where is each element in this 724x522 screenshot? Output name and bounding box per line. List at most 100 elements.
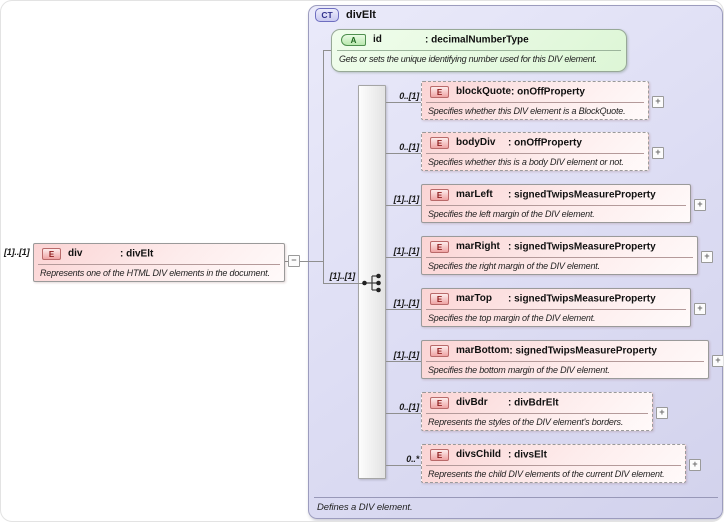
connector-line <box>386 465 421 466</box>
element-type: : divsElt <box>508 449 547 461</box>
element-type: : onOffProperty <box>511 86 585 98</box>
expand-button[interactable]: + <box>652 147 664 159</box>
cardinality-label: [1]..[1] <box>4 247 30 257</box>
connector-line <box>323 283 366 284</box>
connector-line <box>386 361 421 362</box>
element-name: bodyDiv <box>456 137 496 149</box>
expand-button[interactable]: + <box>701 251 713 263</box>
expand-button[interactable]: + <box>656 407 668 419</box>
element-description: Specifies the left margin of the DIV ele… <box>428 209 595 219</box>
expand-button[interactable]: + <box>712 355 723 367</box>
connector-line <box>386 257 421 258</box>
element-name: blockQuote <box>456 86 512 98</box>
element-type: : divElt <box>120 248 154 260</box>
cardinality-label: 0..* <box>406 454 419 464</box>
collapse-button[interactable]: − <box>288 255 300 267</box>
attribute-name: id <box>373 34 382 46</box>
element-description: Specifies whether this DIV element is a … <box>428 106 626 116</box>
complex-type-badge-icon: CT <box>315 8 339 22</box>
element-badge-icon: E <box>430 292 449 305</box>
expand-button[interactable]: + <box>689 459 701 471</box>
element-badge-icon: E <box>430 240 449 253</box>
connector-line <box>386 205 421 206</box>
element-badge-icon: E <box>430 344 449 357</box>
element-description: Specifies the top margin of the DIV elem… <box>428 313 596 323</box>
cardinality-label: 0..[1] <box>399 402 419 412</box>
connector-line <box>323 50 324 284</box>
element-description: Specifies the right margin of the DIV el… <box>428 261 600 271</box>
expand-button[interactable]: + <box>652 96 664 108</box>
element-description: Specifies whether this is a body DIV ele… <box>428 157 624 167</box>
cardinality-label: 0..[1] <box>399 142 419 152</box>
element-badge-icon: E <box>430 188 449 201</box>
element-description: Represents the styles of the DIV element… <box>428 417 624 427</box>
element-name: divsChild <box>456 449 502 461</box>
element-badge-icon: E <box>42 247 61 260</box>
expand-button[interactable]: + <box>694 199 706 211</box>
element-name: marTop <box>456 293 492 305</box>
expand-button[interactable]: + <box>694 303 706 315</box>
connector-line <box>323 50 332 51</box>
element-description: Specifies the bottom margin of the DIV e… <box>428 365 610 375</box>
element-type: : signedTwipsMeasureProperty <box>508 293 656 305</box>
element-type: : signedTwipsMeasureProperty <box>508 189 656 201</box>
connector-line <box>386 309 421 310</box>
attribute-description: Gets or sets the unique identifying numb… <box>339 54 597 64</box>
cardinality-label: [1]..[1] <box>393 194 420 204</box>
element-type: : onOffProperty <box>508 137 582 149</box>
sequence-compositor-icon <box>362 273 381 293</box>
element-description: Represents the child DIV elements of the… <box>428 469 665 479</box>
footer-note: Defines a DIV element. <box>317 502 413 513</box>
element-badge-icon: E <box>430 396 449 409</box>
connector-line <box>386 153 421 154</box>
cardinality-label: [1]..[1] <box>393 298 420 308</box>
element-type: : divBdrElt <box>508 397 559 409</box>
element-name: marBottom <box>456 345 510 357</box>
element-description: Represents one of the HTML DIV elements … <box>40 268 270 278</box>
connector-line <box>386 413 421 414</box>
complex-type-title: divElt <box>346 9 376 21</box>
element-type: : signedTwipsMeasureProperty <box>508 241 656 253</box>
element-badge-icon: E <box>430 136 449 149</box>
connector-line <box>386 102 421 103</box>
element-type: : signedTwipsMeasureProperty <box>509 345 657 357</box>
footer-divider <box>314 497 718 498</box>
element-name: marLeft <box>456 189 493 201</box>
cardinality-label: [1]..[1] <box>393 350 420 360</box>
element-name: div <box>68 248 83 260</box>
attribute-badge-icon: A <box>341 33 366 46</box>
cardinality-label: 0..[1] <box>399 91 419 101</box>
element-name: divBdr <box>456 397 488 409</box>
sequence-cardinality-label: [1]..[1] <box>329 271 356 281</box>
connector-line <box>285 261 323 262</box>
